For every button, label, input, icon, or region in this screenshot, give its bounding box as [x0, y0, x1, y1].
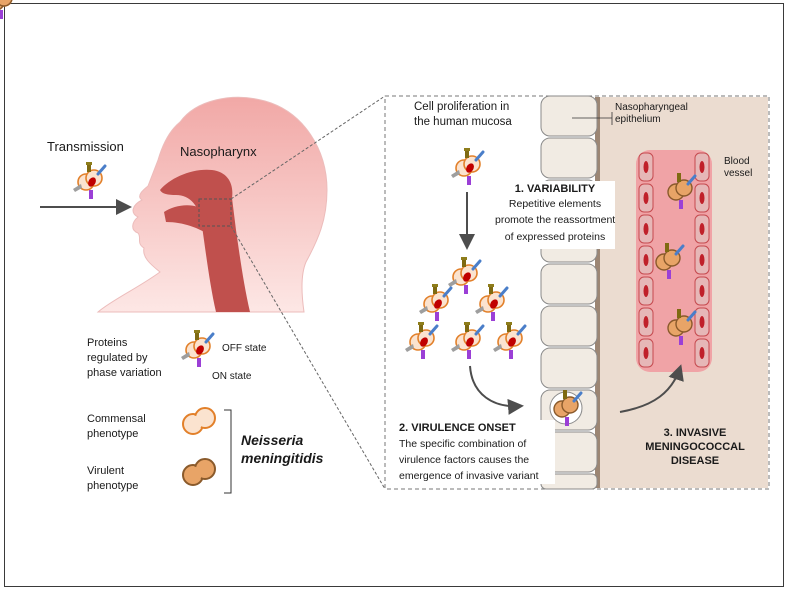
- species-name-line1: Neisseria: [241, 432, 304, 448]
- nasopharynx-label: Nasopharynx: [180, 144, 257, 159]
- commensal-icon: [182, 407, 216, 435]
- transmitted-bacterium: [71, 160, 107, 201]
- blood-vessel-label-line2: vessel: [724, 168, 753, 179]
- legend-commensal-line2: phenotype: [87, 428, 139, 440]
- virulence-onset-title: 2. VIRULENCE ONSET: [399, 422, 516, 434]
- legend-proteins-line2: regulated by: [87, 352, 148, 364]
- variability-text-line1: Repetitive elements: [508, 198, 602, 210]
- virulence-text-line2: virulence factors causes the: [399, 454, 530, 466]
- epithelium-label-line2: epithelium: [615, 114, 661, 125]
- virulence-arrow: [469, 365, 524, 415]
- blood-vessel-label-line1: Blood: [724, 156, 750, 167]
- legend-off-state: OFF state: [222, 343, 267, 354]
- cell-proliferation-line2: the human mucosa: [414, 116, 512, 128]
- legend-phase-variation-bacterium: [179, 328, 215, 369]
- legend-proteins-line1: Proteins: [87, 337, 128, 349]
- species-name-line2: meningitidis: [241, 450, 324, 466]
- invasive-title-line2: MENINGOCOCCAL: [645, 441, 745, 453]
- species-bracket: [224, 409, 232, 494]
- variability-text-line3: of expressed proteins: [504, 231, 606, 243]
- variability-title: 1. VARIABILITY: [514, 183, 596, 195]
- zoom-region: [198, 198, 232, 227]
- invasion-arrow: [619, 364, 684, 413]
- legend-on-state: ON state: [212, 371, 252, 382]
- figure-frame: [4, 3, 784, 587]
- legend-virulent-line2: phenotype: [87, 480, 139, 492]
- virulence-text-line1: The specific combination of: [399, 438, 527, 450]
- legend-proteins-line3: phase variation: [87, 367, 162, 379]
- cell-proliferation-line1: Cell proliferation in: [414, 101, 510, 113]
- airway-lower: [164, 205, 212, 236]
- epithelium-label-line1: Nasopharyngeal: [615, 102, 688, 113]
- legend-virulent-line1: Virulent: [87, 465, 125, 477]
- virulent-icon: [182, 458, 216, 486]
- variability-text-line2: promote the reassortment: [495, 214, 616, 226]
- invasive-title-line1: 3. INVASIVE: [663, 427, 727, 439]
- legend-commensal-line1: Commensal: [87, 413, 146, 425]
- transmission-label: Transmission: [47, 139, 124, 154]
- invasive-title-line3: DISEASE: [670, 455, 720, 467]
- virulence-text-line3: emergence of invasive variant: [399, 470, 539, 482]
- airway-upper: [160, 169, 250, 312]
